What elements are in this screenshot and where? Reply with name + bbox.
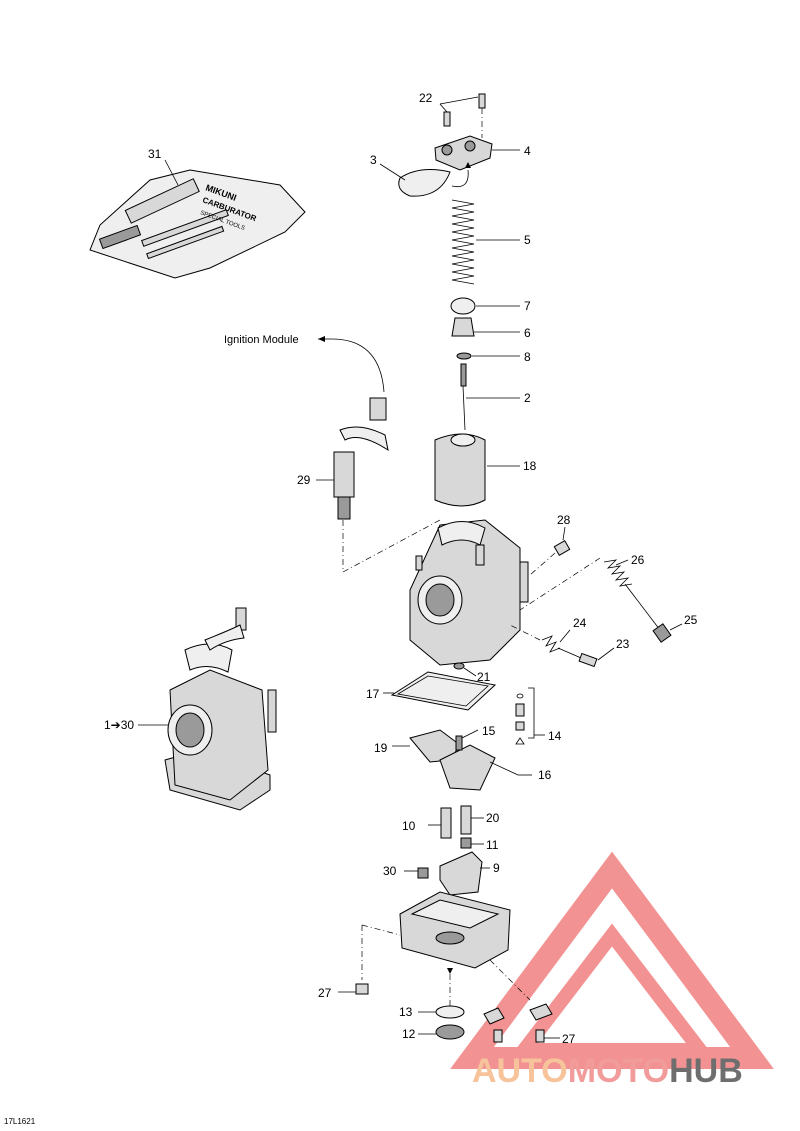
carburetor-body [409, 519, 529, 666]
callout-31: 31 [148, 147, 162, 161]
callout-15: 15 [482, 724, 496, 738]
gasket-17 [383, 671, 497, 711]
oring-13-cap-12 [418, 1005, 465, 1040]
jets-10-20-11 [428, 805, 484, 849]
tool-kit-31: MIKUNI CARBURATOR SPECIAL TOOLS [89, 159, 306, 279]
callout-11: 11 [486, 838, 499, 852]
spring-24-screw-23 [509, 624, 615, 668]
screw-27-left [338, 983, 369, 995]
callout-22: 22 [419, 91, 433, 105]
callout-6: 6 [524, 326, 531, 340]
callout-28: 28 [557, 513, 571, 527]
float-chamber [361, 891, 531, 1006]
ignition-connector-29: Ignition Module [224, 334, 441, 573]
callout-27-right: 27 [562, 1032, 576, 1046]
callout-10: 10 [402, 819, 416, 833]
needle-group [450, 297, 520, 431]
callout-9: 9 [493, 861, 500, 875]
callout-5: 5 [524, 233, 531, 247]
top-cap-group [379, 93, 520, 197]
callout-29: 29 [297, 473, 311, 487]
callout-12: 12 [402, 1027, 416, 1041]
screw-28 [529, 526, 571, 576]
watermark-hub: HUB [669, 1052, 743, 1090]
callout-30: 30 [383, 864, 397, 878]
callout-23: 23 [616, 637, 630, 651]
callout-2: 2 [524, 391, 531, 405]
ignition-module-label: Ignition Module [224, 334, 299, 346]
plug-21 [453, 662, 477, 677]
callout-13: 13 [399, 1005, 413, 1019]
svg-text:AUTOMOTOHUB: AUTOMOTOHUB [472, 1052, 743, 1090]
callout-25: 25 [684, 613, 698, 627]
callout-26: 26 [631, 553, 645, 567]
reference-code: 17L1621 [4, 1117, 36, 1126]
callout-3: 3 [370, 153, 377, 167]
callout-14: 14 [548, 729, 562, 743]
watermark-logo: AUTOMOTOHUB [450, 851, 774, 1090]
callout-7: 7 [524, 299, 531, 313]
callout-19: 19 [374, 741, 388, 755]
callout-labels: 31 22 4 3 5 7 6 8 2 18 29 28 26 25 24 23… [104, 91, 698, 1046]
callout-20: 20 [486, 811, 500, 825]
assembled-carburetor [138, 607, 277, 811]
throttle-slide-18 [434, 433, 520, 507]
callout-16: 16 [538, 768, 552, 782]
callout-18: 18 [523, 459, 537, 473]
callout-8: 8 [524, 350, 531, 364]
spring-5 [451, 199, 520, 285]
screws-27-right [483, 1003, 560, 1043]
callout-21: 21 [477, 670, 491, 684]
callout-assembly-range: 1➔30 [104, 718, 134, 732]
watermark-moto: MOTO [568, 1052, 669, 1090]
callout-24: 24 [573, 616, 587, 630]
watermark-auto: AUTO [472, 1052, 568, 1090]
spring-26-screw-25 [519, 557, 683, 643]
callout-4: 4 [524, 144, 531, 158]
callout-27-left: 27 [318, 986, 332, 1000]
float-9 [404, 851, 490, 896]
callout-17: 17 [366, 687, 380, 701]
jet-kit-14 [515, 687, 545, 745]
float-19-pin-16 [392, 729, 532, 791]
